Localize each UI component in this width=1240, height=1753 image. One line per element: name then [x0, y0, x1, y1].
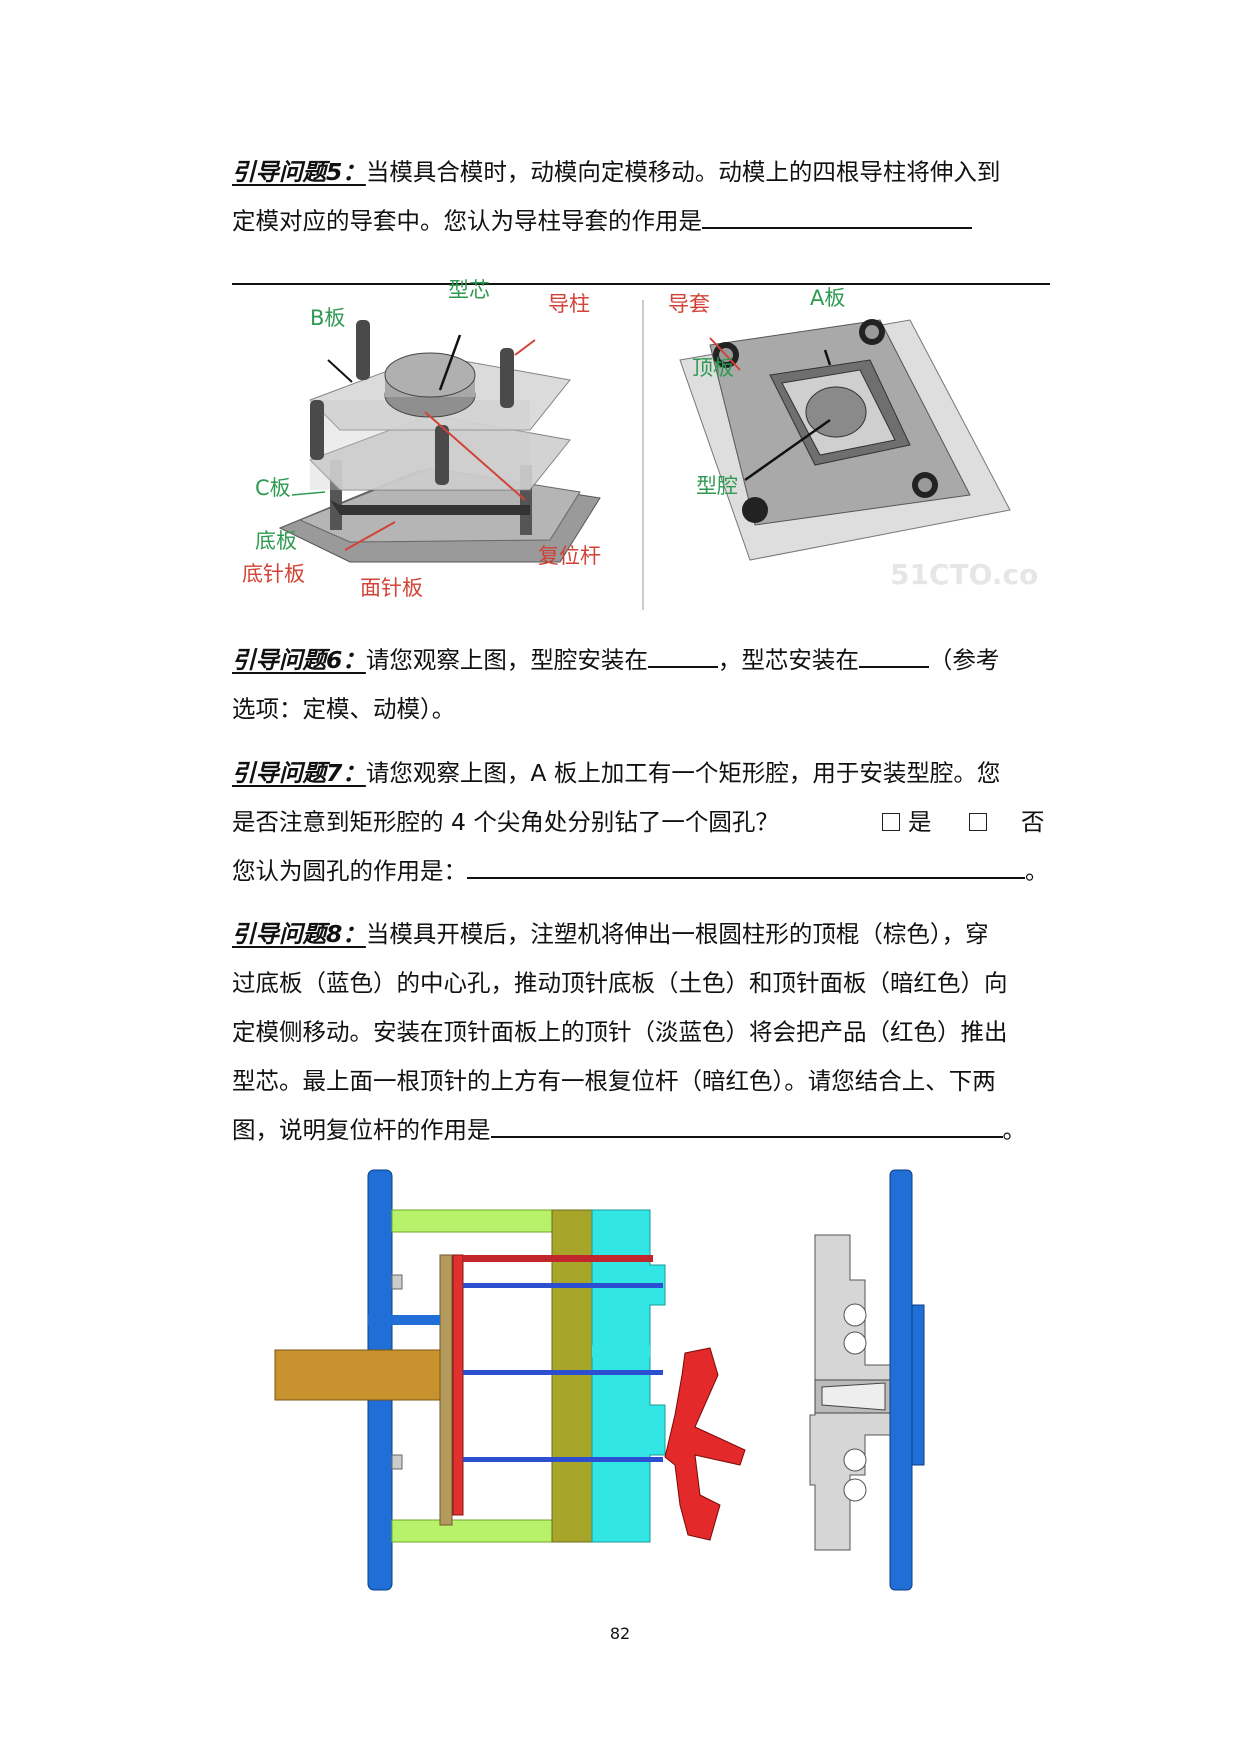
label-ejector-face: 面针板 [360, 576, 423, 600]
label-b-plate: B板 [310, 306, 346, 330]
label-guide-pillar: 导柱 [548, 292, 590, 316]
q7-options: 是 否 [882, 798, 1044, 847]
q6-label: 引导问题6： [232, 646, 366, 674]
q5-line1: 引导问题5：当模具合模时，动模向定模移动。动模上的四根导柱将伸入到 [232, 158, 1001, 186]
page-number: 82 [609, 1624, 631, 1643]
q6-line2: 选项：定模、动模）。 [232, 695, 456, 723]
ejection-mechanism-illustration [274, 1169, 925, 1591]
q7-yes-checkbox[interactable] [882, 813, 900, 831]
q6-cavity-blank[interactable] [647, 640, 718, 668]
question-8: 引导问题8：当模具开模后，注塑机将伸出一根圆柱形的顶棍（棕色），穿 过底板（蓝色… [232, 910, 1050, 1155]
q5-label: 引导问题5： [232, 158, 366, 186]
label-ejector-retainer: 底针板 [242, 562, 305, 586]
q5-answer-blank[interactable] [702, 201, 972, 229]
q8-line2: 过底板（蓝色）的中心孔，推动顶针底板（土色）和顶针面板（暗红色）向 [232, 969, 1008, 997]
q7-label: 引导问题7： [232, 759, 366, 787]
ejection-diagram [270, 1165, 950, 1595]
q7-answer-blank[interactable] [467, 851, 1025, 879]
question-6: 引导问题6：请您观察上图，型腔安装在，型芯安装在（参考 选项：定模、动模）。 [232, 636, 1050, 734]
label-bottom-plate: 底板 [255, 529, 297, 553]
q7-no-checkbox[interactable] [968, 813, 987, 831]
label-guide-bush: 导套 [668, 292, 710, 316]
label-return-pin: 复位杆 [538, 544, 601, 568]
q7-line2: 是否注意到矩形腔的 4 个尖角处分别钻了一个圆孔？ 是 否 [232, 798, 1050, 847]
q6-core-blank[interactable] [858, 640, 929, 668]
q8-line5: 图，说明复位杆的作用是。 [232, 1106, 1050, 1155]
q6-line1: 引导问题6：请您观察上图，型腔安装在，型芯安装在（参考 [232, 636, 1050, 685]
label-a-plate: A板 [810, 286, 846, 310]
q8-line1: 引导问题8：当模具开模后，注塑机将伸出一根圆柱形的顶棍（棕色），穿 [232, 920, 989, 948]
label-core: 型芯 [448, 278, 490, 302]
q8-label: 引导问题8： [232, 920, 366, 948]
q8-line4: 型芯。最上面一根顶针的上方有一根复位杆（暗红色）。请您结合上、下两 [232, 1067, 996, 1095]
question-5: 引导问题5：当模具合模时，动模向定模移动。动模上的四根导柱将伸入到 定模对应的导… [232, 148, 1050, 246]
q8-line3: 定模侧移动。安装在顶针面板上的顶针（淡蓝色）将会把产品（红色）推出 [232, 1018, 1008, 1046]
q8-answer-blank[interactable] [490, 1110, 1003, 1138]
question-7: 引导问题7：请您观察上图，A 板上加工有一个矩形腔，用于安装型腔。您 是否注意到… [232, 749, 1050, 896]
q7-line3: 您认为圆孔的作用是：。 [232, 847, 1050, 896]
watermark: 51CTO.co [890, 558, 1039, 591]
mold-illustration [278, 300, 1011, 610]
q5-answer-line[interactable] [232, 283, 1050, 285]
label-top-plate: 顶板 [692, 356, 734, 380]
label-c-plate: C板 [255, 476, 291, 500]
q5-line2: 定模对应的导套中。您认为导柱导套的作用是 [232, 197, 1050, 246]
q7-line1: 引导问题7：请您观察上图，A 板上加工有一个矩形腔，用于安装型腔。您 [232, 759, 1001, 787]
mold-photos: B板 型芯 导柱 C板 底板 底针板 面针板 复位杆 导套 A板 顶板 型腔 5… [230, 278, 1050, 610]
label-cavity: 型腔 [696, 474, 738, 498]
